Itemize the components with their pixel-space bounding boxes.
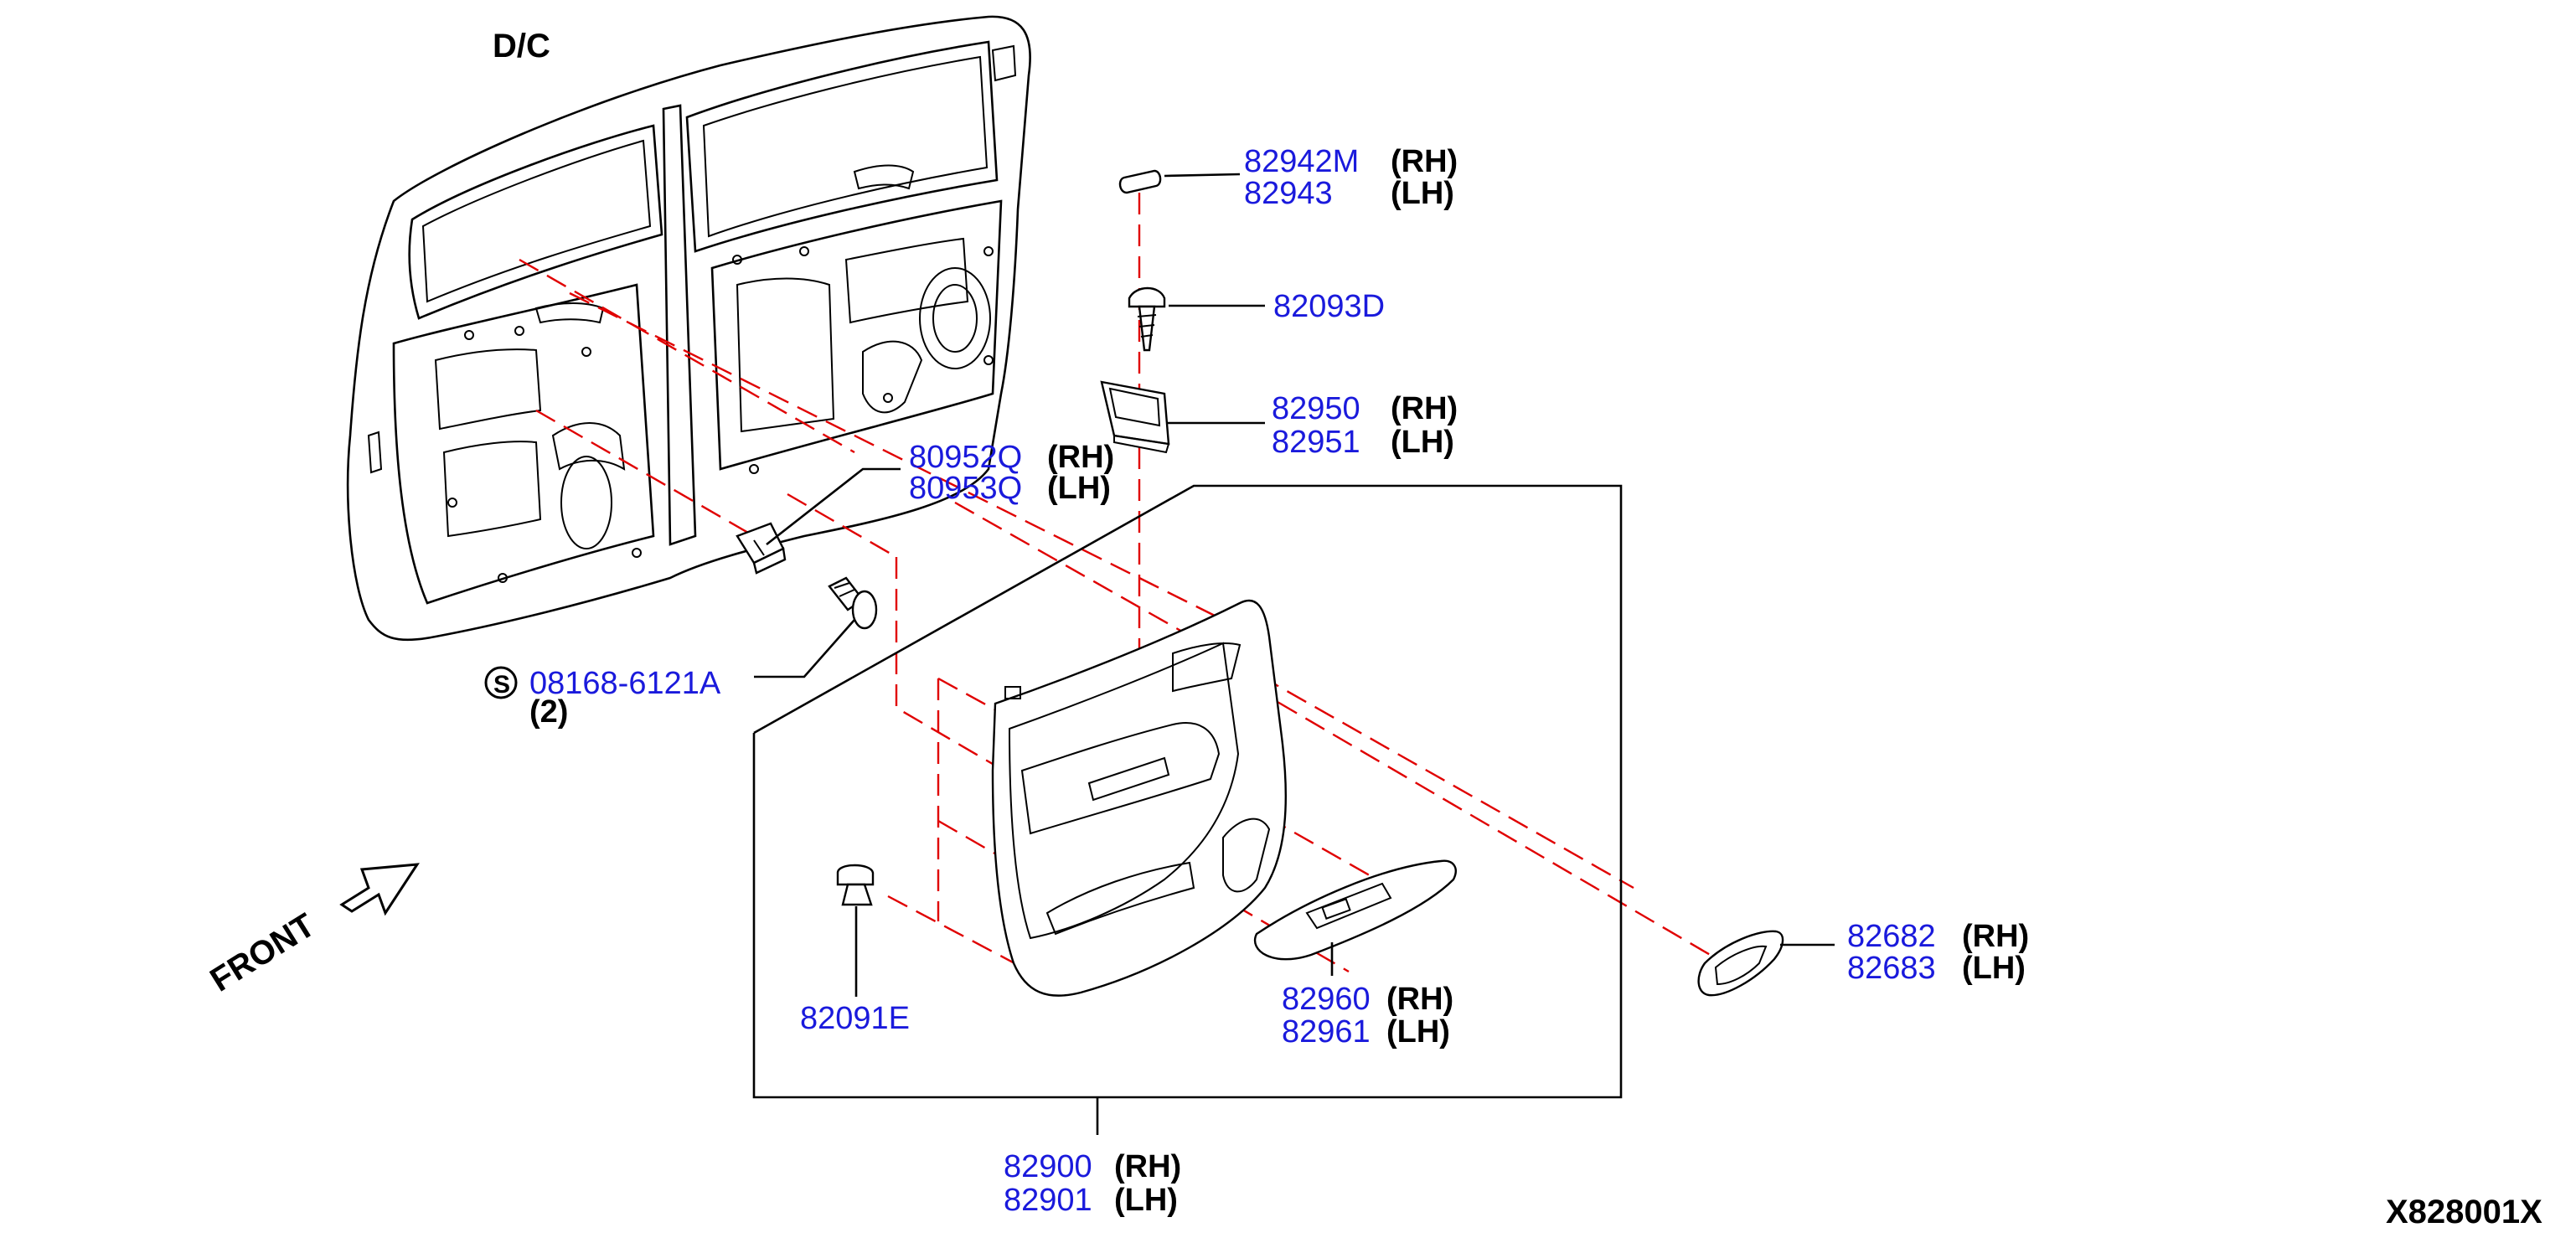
callout-82950: 82950 (RH) 82951 (LH) bbox=[1272, 391, 1458, 460]
side-rh: (RH) bbox=[1391, 144, 1458, 179]
side-lh: (LH) bbox=[1386, 1014, 1450, 1050]
callout-08168-6121A: S 08168-6121A (2) bbox=[484, 666, 721, 730]
front-arrow-icon: FRONT bbox=[204, 863, 420, 999]
side-lh: (LH) bbox=[1962, 951, 2026, 986]
part-number-lh: 82961 bbox=[1282, 1014, 1371, 1050]
clip-part bbox=[828, 576, 878, 630]
part-number-lh: 82683 bbox=[1847, 951, 1936, 986]
side-lh: (LH) bbox=[1391, 425, 1454, 460]
trim-screw-part bbox=[1128, 286, 1166, 352]
door-body-illustration bbox=[346, 15, 1031, 642]
handle-cap-part bbox=[1118, 169, 1162, 194]
assembly-bracket bbox=[752, 484, 1623, 1099]
callout-82900: 82900 (RH) 82901 (LH) bbox=[1004, 1149, 1181, 1218]
front-label: FRONT bbox=[204, 906, 321, 998]
part-number-rh: 82942M bbox=[1244, 144, 1359, 179]
quantity: (2) bbox=[529, 694, 568, 730]
part-number-lh: 82943 bbox=[1244, 176, 1333, 211]
side-rh: (RH) bbox=[1391, 391, 1458, 426]
svg-text:S: S bbox=[493, 671, 510, 699]
part-number-rh: 82682 bbox=[1847, 919, 1936, 954]
model-code: D/C bbox=[493, 28, 550, 64]
side-lh: (LH) bbox=[1391, 176, 1454, 211]
door-trim-panel bbox=[991, 599, 1287, 997]
callout-82682: 82682 (RH) 82683 (LH) bbox=[1847, 919, 2029, 986]
side-rh: (RH) bbox=[1114, 1149, 1181, 1184]
callout-80952Q: 80952Q (RH) 80953Q (LH) bbox=[909, 440, 1114, 506]
trim-clip-part bbox=[836, 864, 875, 906]
pull-handle-cup-part bbox=[1100, 380, 1170, 454]
side-rh: (RH) bbox=[1047, 440, 1114, 475]
part-number-rh: 82900 bbox=[1004, 1149, 1092, 1184]
side-rh: (RH) bbox=[1386, 982, 1453, 1017]
part-number: 08168-6121A bbox=[529, 666, 721, 701]
callout-82942M: 82942M (RH) 82943 (LH) bbox=[1244, 144, 1458, 211]
inside-handle-escutcheon-part bbox=[1697, 930, 1784, 997]
part-number-rh: 82960 bbox=[1282, 982, 1371, 1017]
callout-82960: 82960 (RH) 82961 (LH) bbox=[1282, 982, 1453, 1050]
side-lh: (LH) bbox=[1114, 1183, 1178, 1218]
part-number-lh: 82951 bbox=[1272, 425, 1360, 460]
side-rh: (RH) bbox=[1962, 919, 2029, 954]
part-number-rh: 82950 bbox=[1272, 391, 1360, 426]
callout-82093D: 82093D bbox=[1273, 289, 1385, 324]
callout-82091E: 82091E bbox=[800, 1001, 910, 1036]
part-number-lh: 82901 bbox=[1004, 1183, 1092, 1218]
switch-finisher-part bbox=[1254, 859, 1457, 961]
diagram-id: X828001X bbox=[2386, 1194, 2542, 1230]
side-lh: (LH) bbox=[1047, 471, 1111, 506]
part-number-rh: 80952Q bbox=[909, 440, 1022, 475]
part-number-lh: 80953Q bbox=[909, 471, 1022, 506]
screw-symbol-icon: S bbox=[484, 666, 518, 699]
bracket-part bbox=[736, 522, 787, 575]
